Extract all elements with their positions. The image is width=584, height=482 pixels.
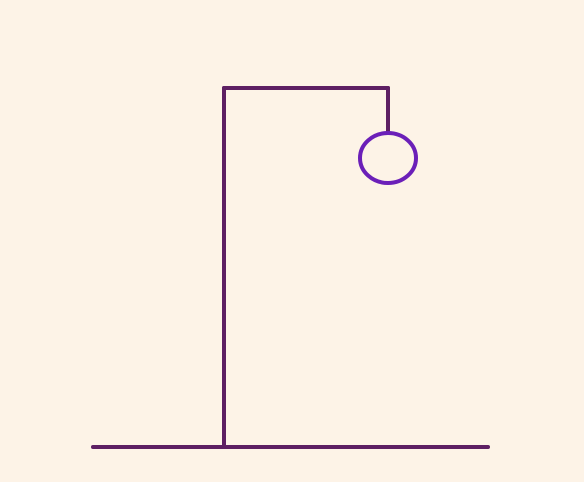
hangman-figure	[358, 131, 418, 185]
gallows	[91, 86, 490, 449]
figure-head	[358, 131, 418, 185]
